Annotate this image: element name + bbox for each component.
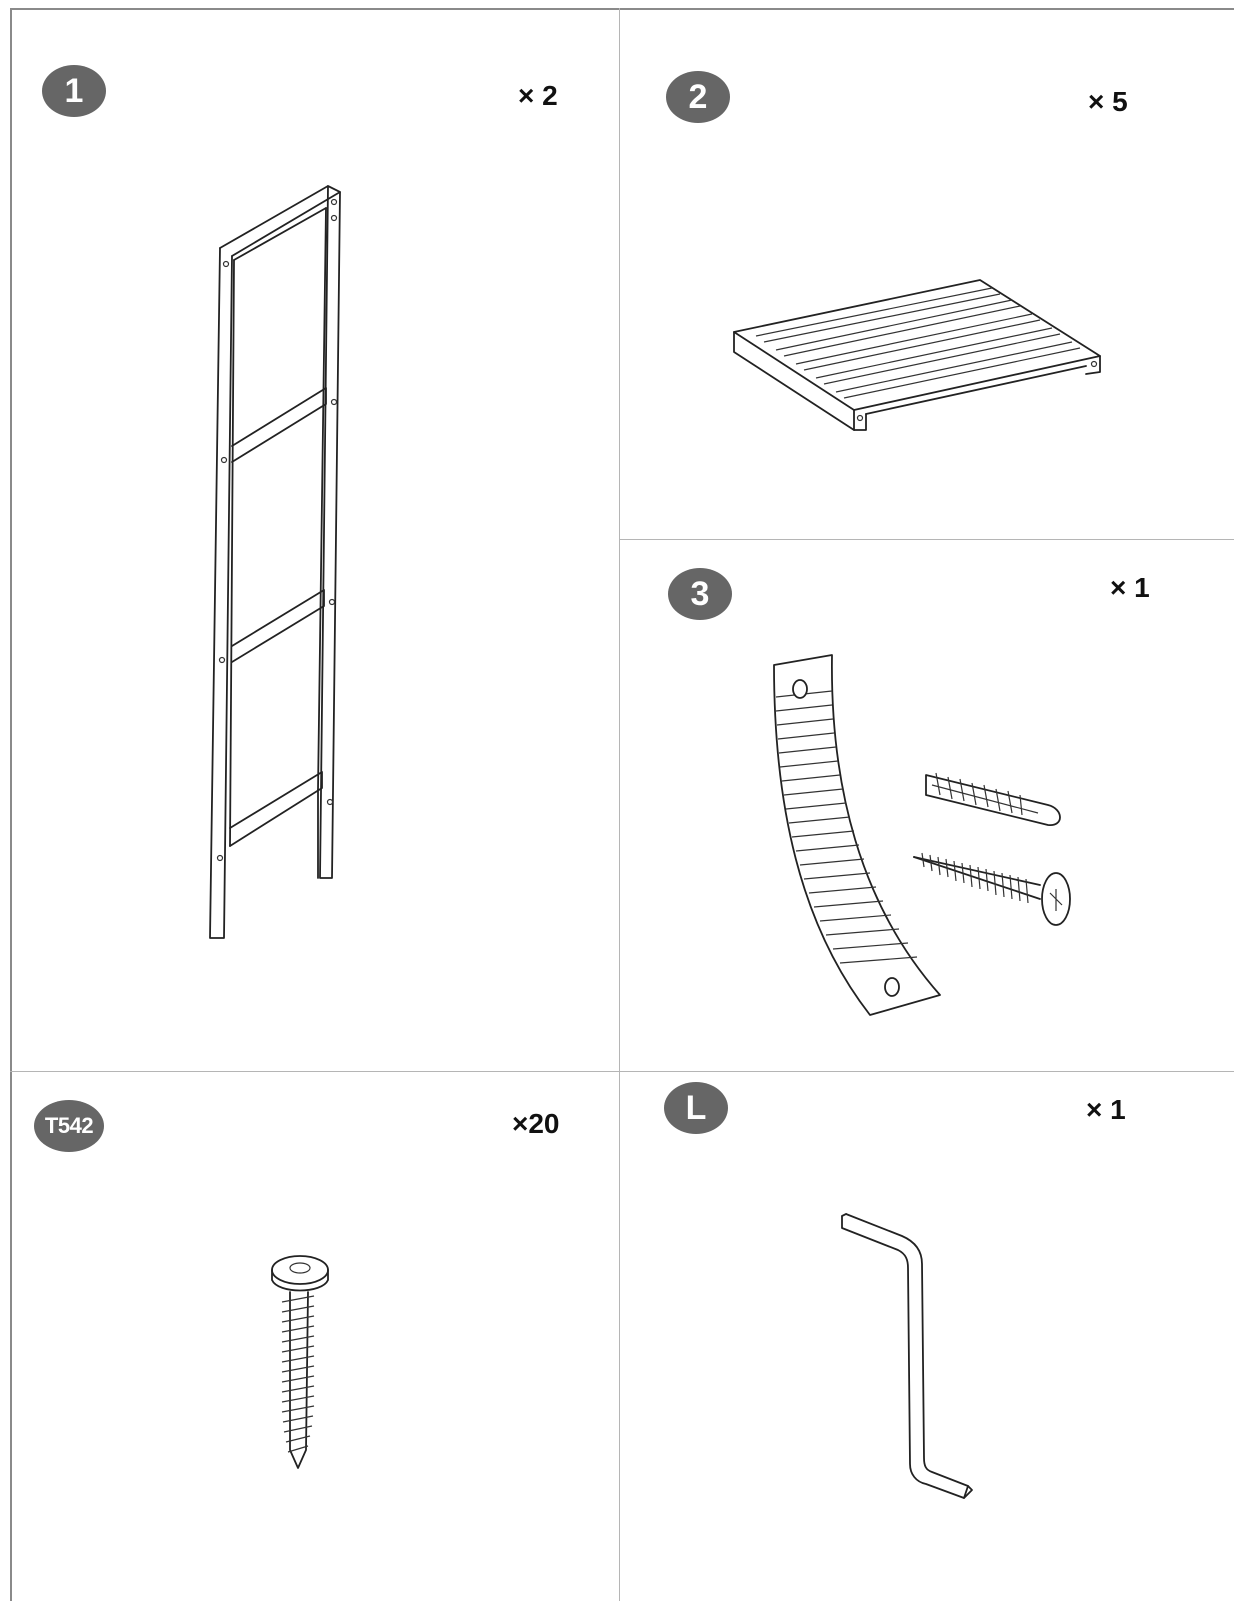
- part-cell-4: T542 ×20: [10, 1072, 620, 1601]
- part-quantity-4: ×20: [512, 1108, 560, 1139]
- part-cell-3: 3 × 1: [620, 540, 1234, 1072]
- part-quantity-1: × 2: [518, 80, 558, 111]
- part-quantity-5: × 1: [1086, 1094, 1126, 1125]
- parts-sheet: [10, 8, 1234, 1601]
- anchor-strap-icon: [773, 654, 941, 1016]
- allen-key-icon: [841, 1213, 973, 1499]
- part-quantity-3: × 1: [1110, 572, 1150, 603]
- ladder-frame-icon: [209, 185, 341, 939]
- screw-icon: [271, 1255, 329, 1469]
- part-cell-1: 1 × 2: [10, 8, 620, 1072]
- slatted-shelf-icon: [733, 279, 1101, 431]
- part-badge-1: 1: [42, 65, 106, 117]
- part-quantity-2: × 5: [1088, 86, 1128, 117]
- part-badge-t542: T542: [34, 1100, 104, 1152]
- part-badge-l: L: [664, 1082, 728, 1134]
- part-badge-3: 3: [668, 568, 732, 620]
- part-cell-2: 2 × 5: [620, 8, 1234, 540]
- part-cell-5: L × 1: [620, 1072, 1234, 1601]
- wood-screw-icon: [913, 852, 1071, 926]
- wall-plug-icon: [925, 772, 1061, 826]
- part-badge-2: 2: [666, 71, 730, 123]
